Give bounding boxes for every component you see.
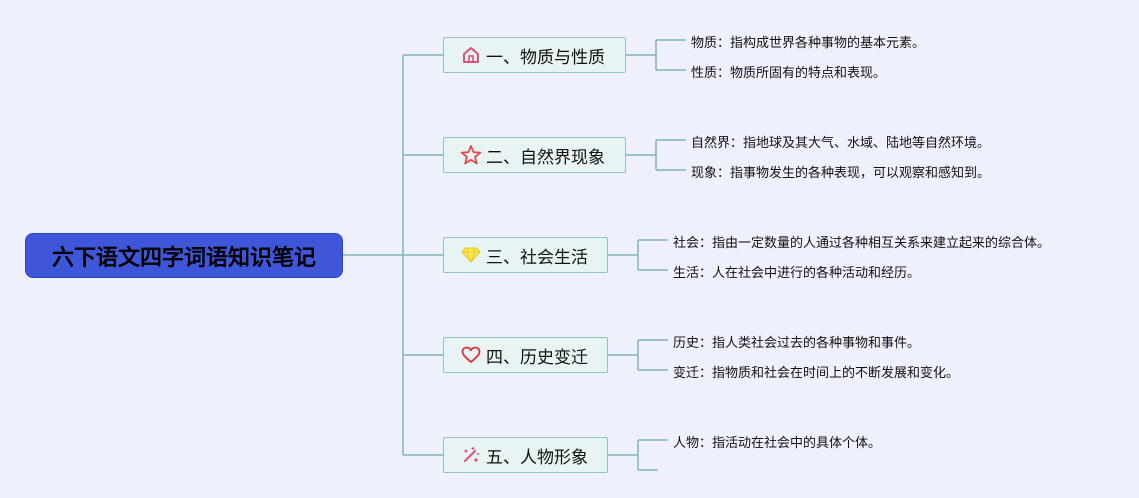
branch-label: 三、社会生活 bbox=[486, 247, 588, 268]
star-icon bbox=[460, 144, 482, 166]
branch-label: 五、人物形象 bbox=[486, 447, 588, 468]
leaf-text: 历史：指人类社会过去的各种事物和事件。 bbox=[673, 336, 921, 351]
home-icon bbox=[460, 44, 482, 66]
root-title: 六下语文四字词语知识笔记 bbox=[51, 245, 316, 271]
sparkle-icon bbox=[460, 444, 482, 466]
leaf-text: 变迁：指物质和社会在时间上的不断发展和变化。 bbox=[673, 366, 960, 381]
leaf-text: 人物：指活动在社会中的具体个体。 bbox=[673, 436, 882, 451]
heart-icon bbox=[460, 344, 482, 366]
leaf-text: 性质：物质所固有的特点和表现。 bbox=[691, 66, 887, 81]
branch-label: 二、自然界现象 bbox=[486, 147, 605, 168]
leaf-text: 物质：指构成世界各种事物的基本元素。 bbox=[691, 36, 926, 51]
leaf-text: 自然界：指地球及其大气、水域、陆地等自然环境。 bbox=[691, 136, 991, 151]
branch-label: 一、物质与性质 bbox=[486, 47, 605, 68]
leaf-text: 现象：指事物发生的各种表现，可以观察和感知到。 bbox=[691, 166, 991, 181]
diamond-icon bbox=[460, 244, 482, 266]
branch-topic-5[interactable]: 五、人物形象 bbox=[443, 437, 608, 473]
leaf-text: 生活：人在社会中进行的各种活动和经历。 bbox=[673, 266, 921, 281]
branch-topic-4[interactable]: 四、历史变迁 bbox=[443, 337, 608, 373]
branch-label: 四、历史变迁 bbox=[486, 347, 588, 368]
root-topic[interactable]: 六下语文四字词语知识笔记 bbox=[25, 233, 343, 278]
branch-topic-3[interactable]: 三、社会生活 bbox=[443, 237, 608, 273]
branch-topic-2[interactable]: 二、自然界现象 bbox=[443, 137, 626, 173]
leaf-text: 社会：指由一定数量的人通过各种相互关系来建立起来的综合体。 bbox=[673, 236, 1051, 251]
branch-topic-1[interactable]: 一、物质与性质 bbox=[443, 37, 626, 73]
